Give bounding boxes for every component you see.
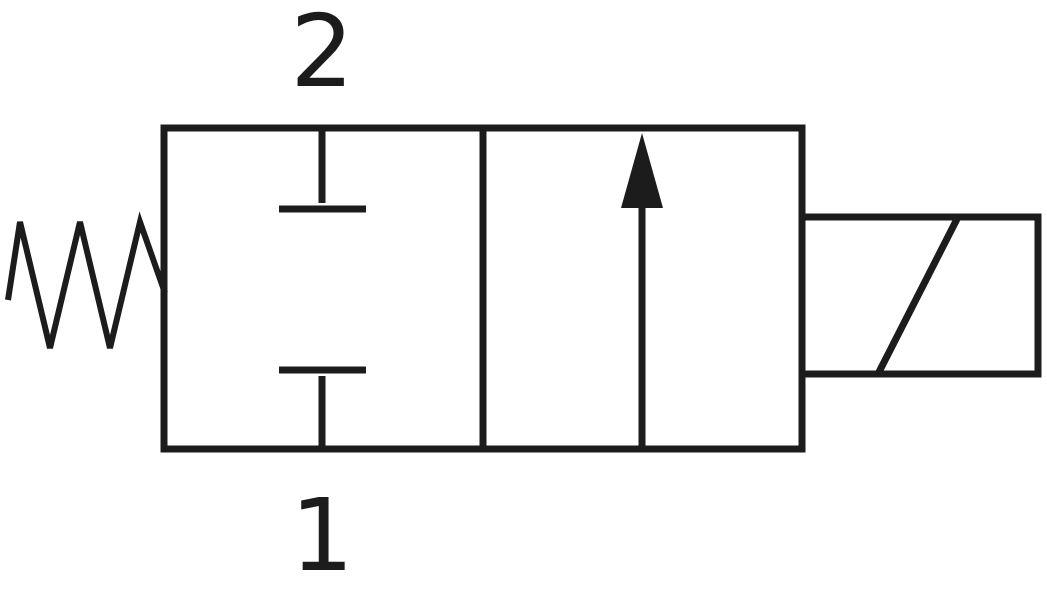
solenoid-diagonal-line	[875, 217, 961, 374]
port-label-1: 1	[290, 477, 354, 594]
open-position-flow-arrow	[621, 133, 663, 447]
solenoid-actuator-symbol	[798, 213, 1042, 378]
flow-arrow-head	[621, 133, 663, 208]
spring-return-symbol	[5, 211, 168, 349]
spring-zigzag	[5, 211, 168, 349]
closed-position-symbol	[279, 130, 366, 447]
valve-body	[160, 124, 806, 453]
port-label-2: 2	[290, 0, 354, 110]
solenoid-box	[798, 213, 1042, 378]
